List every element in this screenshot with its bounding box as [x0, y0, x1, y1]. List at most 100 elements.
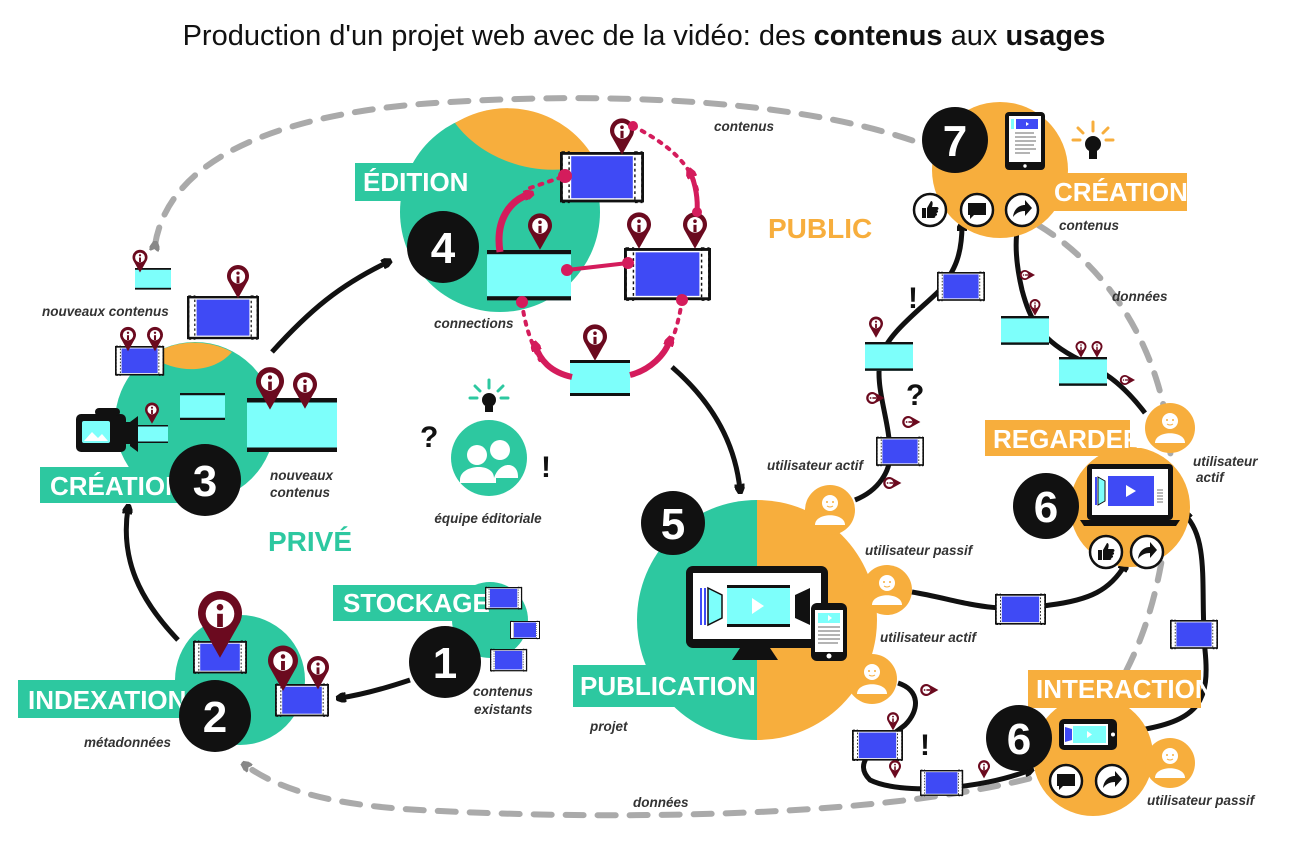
arrow-2-to-3 — [126, 508, 180, 642]
step-note: contenus — [1059, 218, 1119, 233]
video-clip-icon — [180, 393, 225, 420]
share-button[interactable] — [1094, 763, 1130, 799]
step-note: nouveaux — [270, 468, 334, 483]
video-clip-icon — [484, 586, 523, 610]
video-clip-icon — [186, 295, 260, 340]
user-active-label: utilisateur actif — [767, 458, 865, 473]
step-number-badge — [407, 211, 479, 283]
step-note: utilisateur passif — [1147, 793, 1256, 808]
share-button[interactable] — [1004, 192, 1040, 228]
arrow-1-to-2 — [340, 677, 411, 698]
step-creation-7: CRÉATION contenus 7 — [912, 102, 1188, 238]
info-pin-icon — [1091, 341, 1103, 358]
phone-landscape-icon — [1059, 719, 1117, 750]
loop-bottom-label: données — [633, 795, 689, 810]
video-clip-icon — [1059, 357, 1107, 386]
video-clip-icon — [559, 151, 645, 204]
step-edition: ÉDITION 4 connections — [355, 108, 712, 396]
thumbs-up-icon — [922, 201, 939, 218]
step-number: 7 — [943, 117, 967, 166]
video-clip-icon — [489, 648, 528, 672]
video-clip-icon — [919, 769, 964, 797]
video-clip-icon — [138, 425, 168, 443]
thumbs-up-icon — [1098, 543, 1115, 560]
step-creation-3: CRÉATION 3 nouveaux contenus — [40, 342, 337, 516]
step-note: utilisateur — [1193, 454, 1258, 469]
video-clip-icon — [570, 360, 630, 396]
step-number: 3 — [193, 457, 217, 506]
step-interaction: INTERACTION 6 utilisateur passif — [986, 670, 1256, 816]
loop-right-label: données — [1112, 289, 1168, 304]
video-clip-icon — [994, 593, 1047, 626]
step-note: connections — [434, 316, 514, 331]
step-number: 2 — [203, 693, 227, 742]
user-icon — [804, 484, 856, 536]
share-icon — [1103, 771, 1122, 788]
video-clip-icon — [487, 250, 571, 301]
video-clip-icon — [509, 620, 541, 640]
zone-public: PUBLIC — [768, 213, 872, 244]
info-pin-icon — [889, 760, 901, 779]
new-content-label: nouveaux contenus — [42, 304, 169, 319]
step-number: 1 — [433, 639, 457, 688]
like-button[interactable] — [1088, 534, 1124, 570]
info-pin-icon — [978, 760, 990, 779]
team-icon — [460, 440, 518, 483]
loop-top-label: contenus — [714, 119, 774, 134]
laptop-icon — [1080, 464, 1180, 526]
info-pin-icon — [920, 684, 939, 696]
question-mark: ? — [906, 379, 924, 412]
comment-button[interactable] — [1048, 763, 1084, 799]
video-camera-icon — [76, 408, 138, 452]
step-note: projet — [589, 719, 628, 734]
video-clip-icon — [623, 247, 712, 301]
page-title: Production d'un projet web avec de la vi… — [183, 20, 1106, 52]
video-clip-icon — [851, 729, 904, 762]
phone-icon — [811, 603, 847, 661]
connection-links — [495, 121, 702, 380]
data-loop-top — [155, 95, 963, 245]
question-mark: ? — [420, 421, 438, 454]
step-number-badge — [169, 444, 241, 516]
lightbulb-icon — [1071, 120, 1115, 159]
step-note: métadonnées — [84, 735, 172, 750]
comment-button[interactable] — [959, 192, 995, 228]
info-pin-icon — [1075, 341, 1087, 358]
step-note: actif — [1196, 470, 1225, 485]
step-label: INTERACTION — [1036, 674, 1214, 704]
path-interaction-to-regarder — [1139, 515, 1209, 733]
step-indexation: INDEXATION 2 métadonnées — [18, 591, 330, 752]
like-button[interactable] — [912, 192, 948, 228]
share-button[interactable] — [1129, 534, 1165, 570]
video-clip-icon — [875, 436, 925, 467]
data-loop-bottom — [245, 765, 1063, 819]
step-label: INDEXATION — [28, 685, 186, 715]
user-icon — [846, 653, 898, 705]
step-note: existants — [474, 702, 533, 717]
step-number-badge — [1013, 473, 1079, 539]
user-passive-label: utilisateur passif — [865, 543, 974, 558]
video-clip-icon — [1001, 316, 1049, 345]
video-clip-icon — [865, 342, 913, 371]
video-clip-icon — [114, 345, 165, 376]
step-label: ÉDITION — [363, 167, 468, 197]
step-number: 4 — [431, 224, 456, 273]
step-number: 6 — [1034, 483, 1058, 532]
info-pin-icon — [869, 316, 883, 338]
step-note: contenus — [473, 684, 533, 699]
lightbulb-icon — [468, 378, 510, 412]
path-passive-user-to-regarder — [911, 565, 1125, 611]
user-icon — [1144, 402, 1196, 454]
info-pin-icon — [902, 416, 921, 428]
step-number-badge — [922, 107, 988, 173]
exclamation-mark: ! — [541, 451, 551, 484]
info-pin-icon — [227, 265, 249, 299]
info-pin-icon — [627, 212, 651, 249]
arrow-4-to-5 — [670, 365, 740, 490]
step-label: PUBLICATION — [580, 671, 756, 701]
user-icon — [861, 564, 913, 616]
step-number-badge — [986, 705, 1052, 771]
step-number-badge — [409, 626, 481, 698]
